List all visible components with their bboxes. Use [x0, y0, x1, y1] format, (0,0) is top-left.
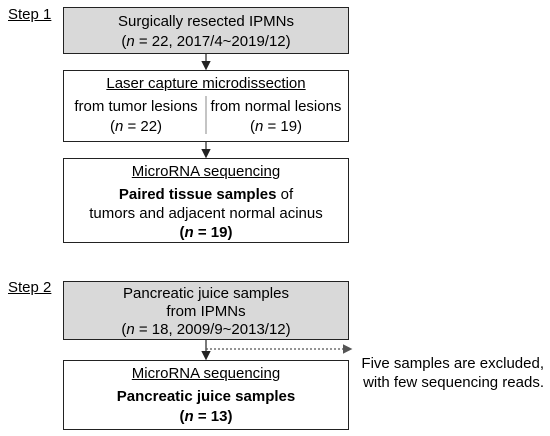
- step1-surgical-box: Surgically resected IPMNs (n = 22, 2017/…: [63, 7, 349, 54]
- step2-mirna-seq-box: MicroRNA sequencing Pancreatic juice sam…: [63, 360, 349, 430]
- normal-lesions-n: (n = 19): [249, 118, 303, 135]
- n-value: = 19): [193, 224, 233, 241]
- step1-box1-line1: Surgically resected IPMNs: [118, 13, 294, 30]
- step1-box1-line2: (n = 22, 2017/4~2019/12): [121, 33, 291, 50]
- juice-line1: Pancreatic juice samples: [123, 285, 289, 302]
- n-value: = 19): [263, 118, 303, 135]
- juice-samples-n: (n = 13): [179, 408, 233, 425]
- normal-lesions-line1: from normal lesions: [210, 98, 342, 115]
- exclusion-note-line1: Five samples are excluded,: [361, 355, 544, 372]
- n-value: = 22): [123, 118, 163, 135]
- juice-line2: from IPMNs: [166, 303, 246, 320]
- n-symbol: n: [254, 118, 264, 135]
- n-symbol: n: [184, 224, 194, 241]
- paired-samples-n: (n = 19): [179, 224, 233, 241]
- n-symbol: n: [184, 408, 194, 425]
- tumor-lesions-n: (n = 22): [109, 118, 163, 135]
- paired-samples-line: Paired tissue samples of: [64, 186, 348, 203]
- n-value: = 13): [193, 408, 233, 425]
- n-value: = 18, 2009/9~2013/12): [134, 321, 291, 338]
- n-value: = 22, 2017/4~2019/12): [134, 33, 291, 50]
- paired-samples-bold: Paired tissue samples: [118, 186, 277, 203]
- step-2-label: Step 2: [8, 279, 52, 296]
- juice-samples-bold: Pancreatic juice samples: [116, 388, 296, 405]
- n-symbol: n: [126, 321, 135, 338]
- step2-mirna-seq-title: MicroRNA sequencing: [131, 365, 281, 382]
- lcm-title: Laser capture microdissection: [106, 75, 306, 92]
- exclusion-note-line2: with few sequencing reads.: [363, 374, 544, 391]
- step2-juice-box: Pancreatic juice samples from IPMNs (n =…: [63, 281, 349, 340]
- tumor-lesions-line1: from tumor lesions: [74, 98, 198, 115]
- tumors-adjacent-line: tumors and adjacent normal acinus: [89, 205, 323, 222]
- step1-mirna-seq-box: MicroRNA sequencing Paired tissue sample…: [63, 158, 349, 243]
- paired-samples-rest: of: [276, 186, 294, 203]
- step-1-label: Step 1: [8, 6, 52, 23]
- mirna-seq-title: MicroRNA sequencing: [131, 163, 281, 180]
- n-symbol: n: [114, 118, 124, 135]
- n-symbol: n: [126, 33, 135, 50]
- step1-lcm-box: Laser capture microdissection from tumor…: [63, 70, 349, 142]
- juice-line3: (n = 18, 2009/9~2013/12): [121, 321, 291, 338]
